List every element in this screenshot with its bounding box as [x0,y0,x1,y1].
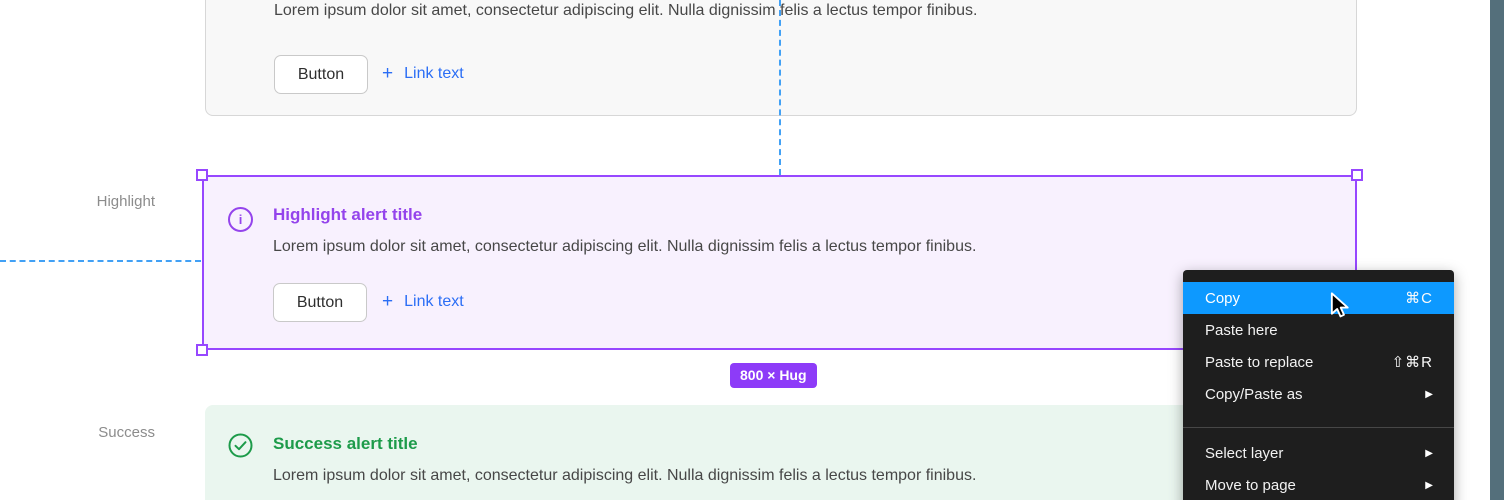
alert-body-text: Lorem ipsum dolor sit amet, consectetur … [273,467,977,484]
submenu-arrow-icon: ▶ [1425,388,1433,400]
menu-item-copy-paste-as[interactable]: Copy/Paste as ▶ [1183,378,1454,410]
menu-item-label: Move to page [1205,476,1296,494]
section-label-highlight[interactable]: Highlight [96,193,155,210]
alert-title: Highlight alert title [273,205,423,224]
menu-item-label: Select layer [1205,444,1284,462]
selection-handle-top-left[interactable] [196,169,208,181]
alert-card-top-partial[interactable]: Lorem ipsum dolor sit amet, consectetur … [205,0,1357,116]
plus-icon: + [382,63,394,84]
alert-title: Success alert title [273,434,418,453]
context-menu: Copy ⌘C Paste here Paste to replace ⇧⌘R … [1183,270,1454,500]
alert-card-highlight[interactable]: i Highlight alert title Lorem ipsum dolo… [202,175,1357,350]
menu-item-label: Copy/Paste as [1205,385,1303,403]
alert-button-label: Button [297,65,345,83]
alert-body-text: Lorem ipsum dolor sit amet, consectetur … [274,2,978,19]
mouse-cursor-icon [1330,292,1349,318]
alert-link-label: Link text [404,64,464,82]
menu-item-label: Paste to replace [1205,353,1314,371]
menu-item-label: Copy [1205,289,1241,307]
check-circle-icon [228,433,253,458]
alignment-guide-horizontal [0,260,201,262]
menu-divider [1183,427,1454,428]
selection-handle-top-right[interactable] [1351,169,1363,181]
menu-shortcut: ⌘C [1405,290,1433,307]
submenu-arrow-icon: ▶ [1425,447,1433,459]
menu-item-paste-here[interactable]: Paste here [1183,314,1454,346]
alert-button[interactable]: Button [273,283,367,322]
selection-size-badge: 800 × Hug [730,363,817,388]
info-circle-icon: i [228,207,253,232]
alert-link[interactable]: + Link text [382,292,464,311]
alert-card-success[interactable]: Success alert title Lorem ipsum dolor si… [205,405,1357,500]
alert-link[interactable]: + Link text [382,64,464,83]
menu-item-paste-to-replace[interactable]: Paste to replace ⇧⌘R [1183,346,1454,378]
menu-shortcut: ⇧⌘R [1391,354,1433,371]
alert-body-text: Lorem ipsum dolor sit amet, consectetur … [273,238,977,255]
section-label-success[interactable]: Success [98,424,155,441]
alert-button-label: Button [296,293,344,311]
alert-button[interactable]: Button [274,55,368,94]
menu-item-copy[interactable]: Copy ⌘C [1183,282,1454,314]
submenu-arrow-icon: ▶ [1425,479,1433,491]
menu-item-move-to-page[interactable]: Move to page ▶ [1183,469,1454,500]
menu-item-select-layer[interactable]: Select layer ▶ [1183,437,1454,469]
alignment-guide-vertical [779,0,781,175]
plus-icon: + [382,291,394,312]
alert-link-label: Link text [404,292,464,310]
info-icon-glyph: i [238,212,243,227]
selection-handle-bottom-left[interactable] [196,344,208,356]
menu-item-label: Paste here [1205,321,1278,339]
side-rail [1490,0,1504,500]
